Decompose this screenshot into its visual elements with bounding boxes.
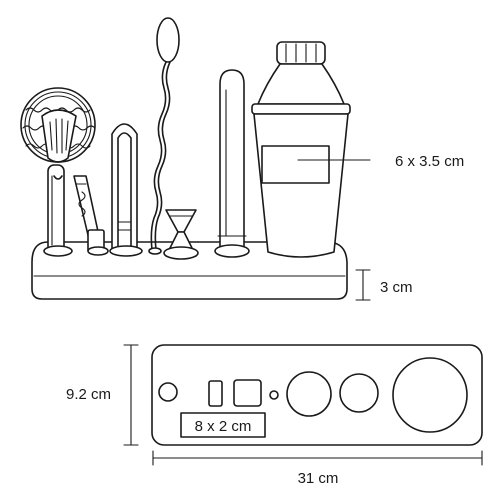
bar-set-front-view: 6 x 3.5 cm 3 cm <box>20 17 464 301</box>
top-hole-jigger <box>286 371 332 417</box>
bar-spoon-tool <box>150 17 180 251</box>
engraving-area-dimension: 8 x 2 cm <box>195 418 252 435</box>
top-hole-muddler <box>339 373 379 413</box>
bar-set-top-view: 8 x 2 cm 9.2 cm 31 cm <box>66 344 483 487</box>
stand-base <box>31 241 348 300</box>
corkscrew-tool <box>73 175 105 253</box>
engraving-area-box <box>180 412 266 438</box>
top-hole-corkscrew <box>208 380 223 407</box>
top-hole-shaker <box>392 357 468 433</box>
ice-tongs-tool <box>111 123 138 251</box>
cocktail-shaker <box>251 41 351 258</box>
top-hole-tongs <box>233 379 262 407</box>
shaker-label-area <box>261 145 330 184</box>
top-view-outline <box>151 344 483 446</box>
base-height-marker <box>355 269 371 301</box>
strainer-tool <box>20 87 96 256</box>
base-width-dimension: 31 cm <box>298 470 339 487</box>
base-depth-dimension: 9.2 cm <box>66 386 111 403</box>
muddler-tool <box>217 69 247 251</box>
top-hole-spoon <box>269 390 279 400</box>
stand-holes <box>43 244 250 260</box>
base-height-dimension: 3 cm <box>380 279 413 296</box>
label-area-dimension: 6 x 3.5 cm <box>395 153 464 170</box>
top-hole-strainer <box>158 382 178 402</box>
base-depth-marker <box>123 344 139 446</box>
base-width-marker <box>152 450 483 466</box>
